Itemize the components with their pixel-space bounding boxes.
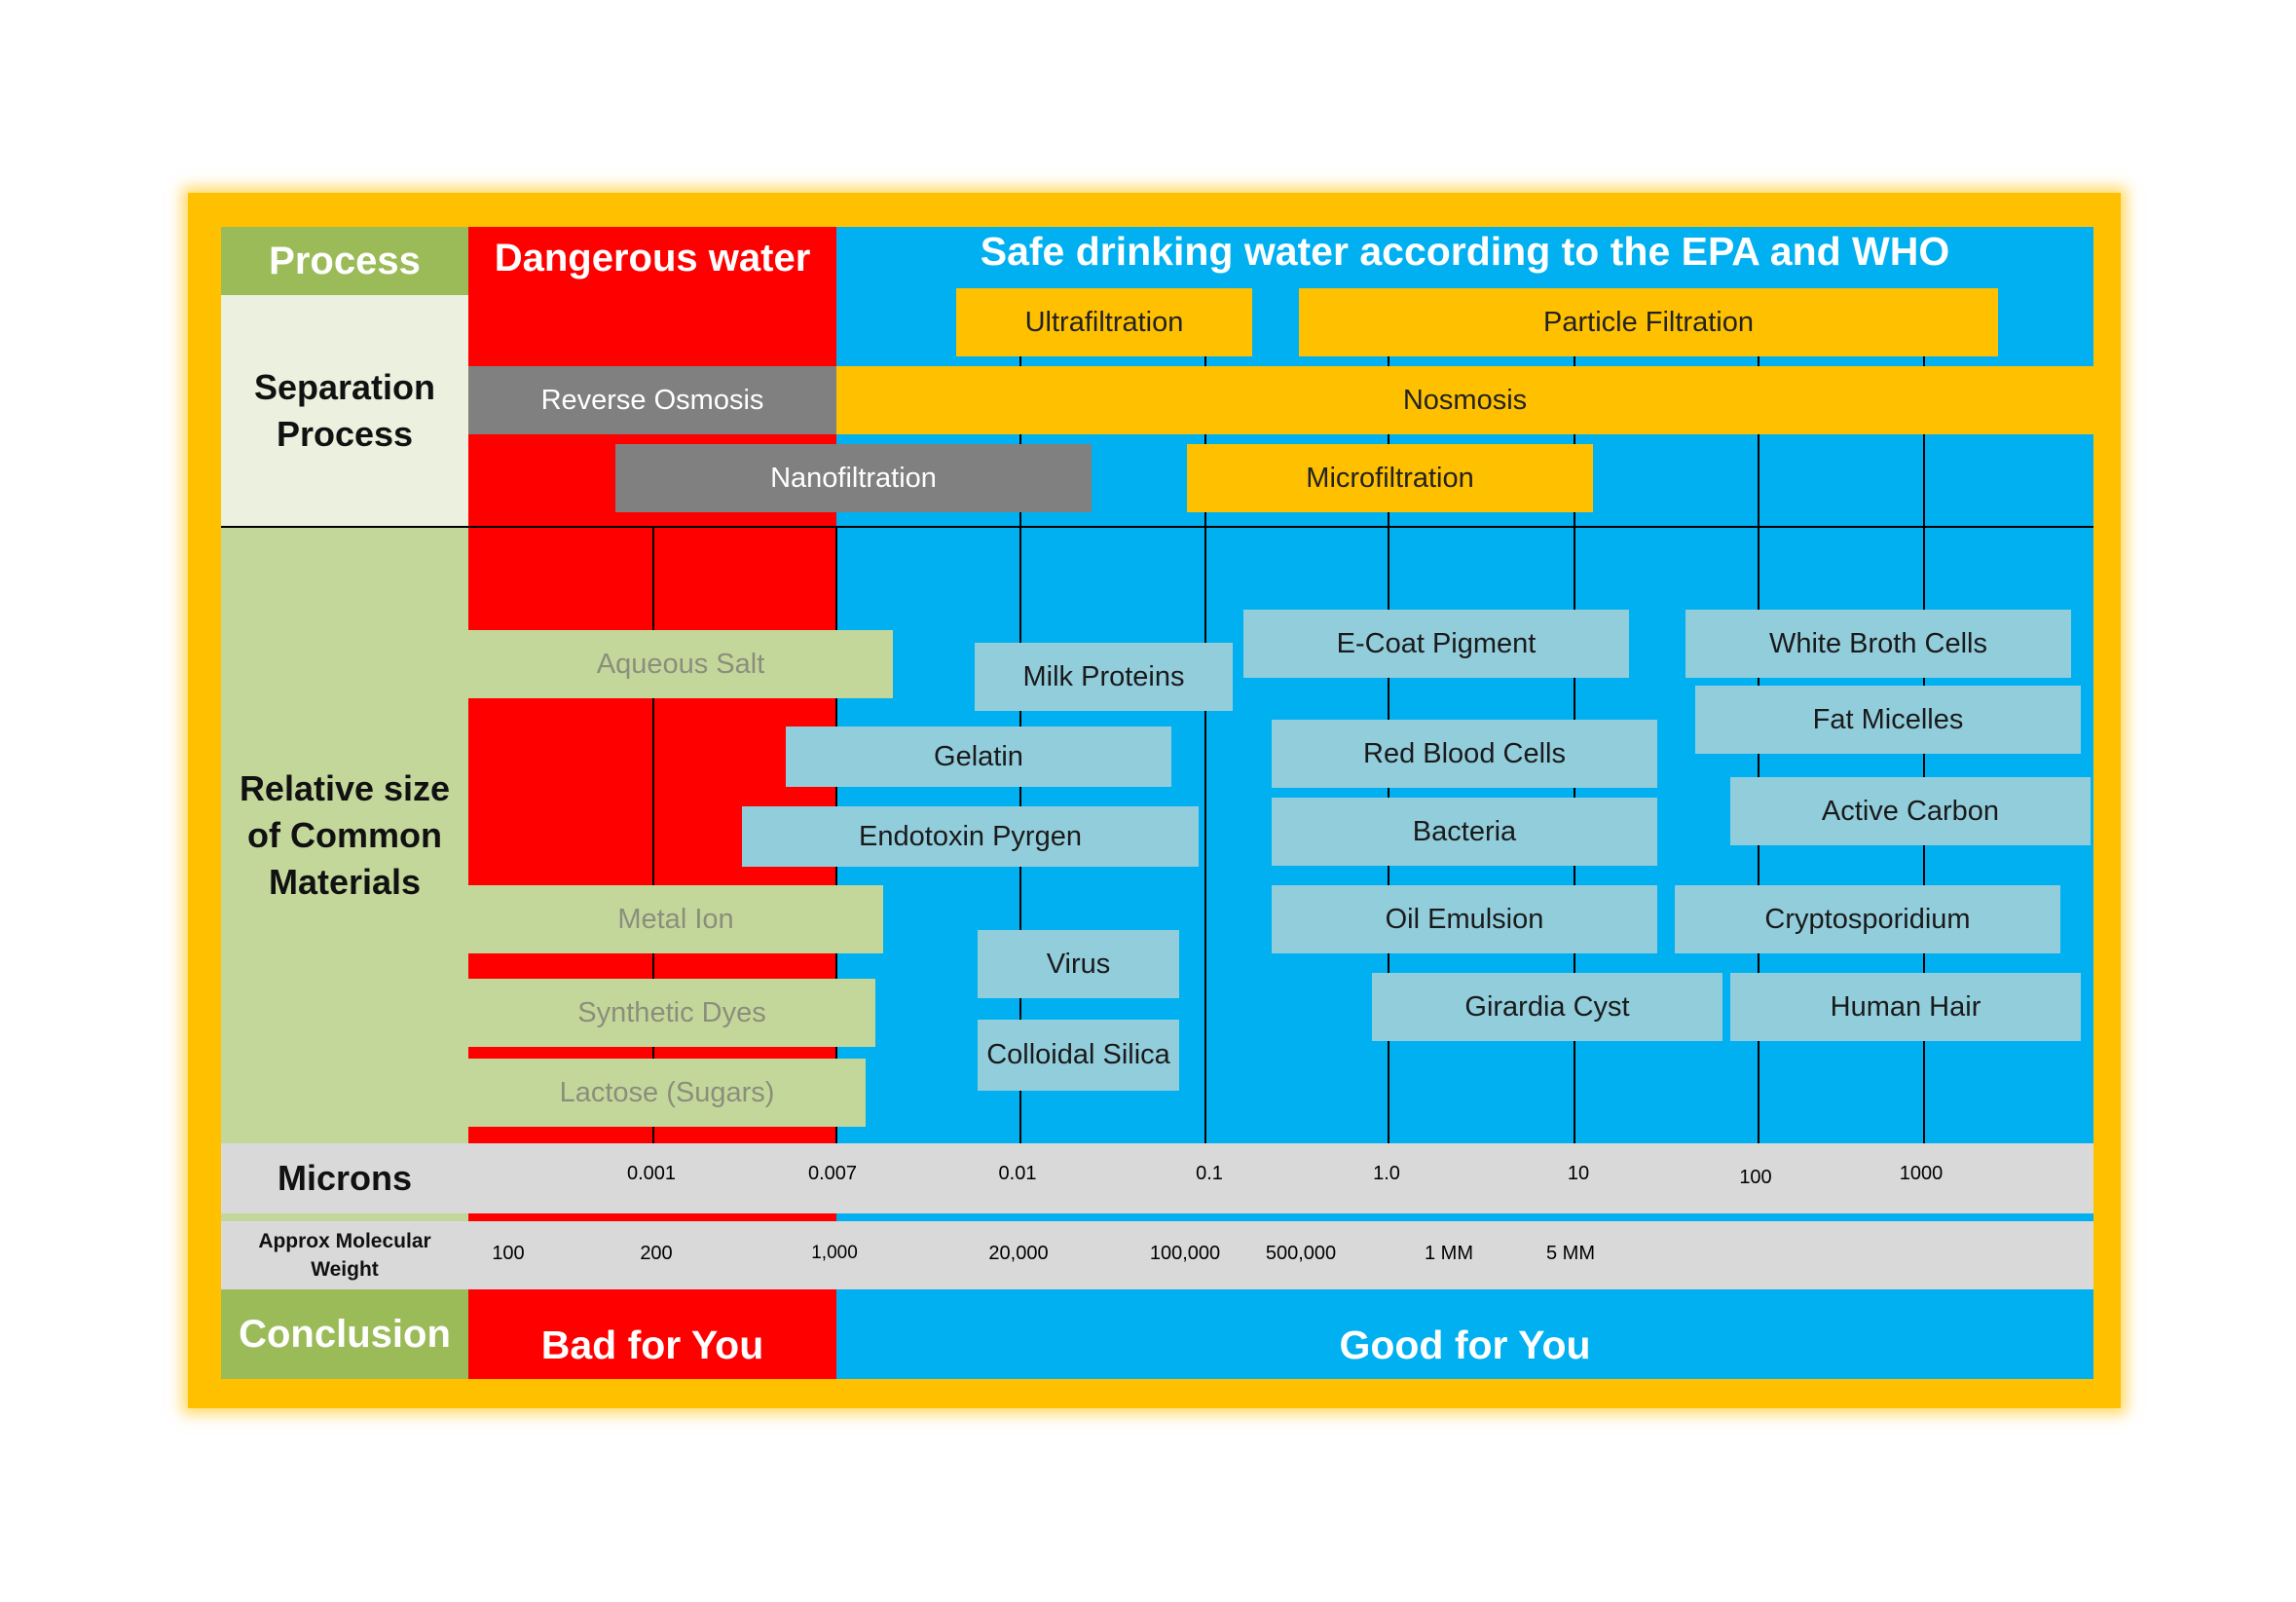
- active-carbon-text: Active Carbon: [1821, 795, 2000, 827]
- dangerous-water-header: Dangerous water: [468, 227, 836, 289]
- metal-ion-text: Metal Ion: [617, 903, 734, 935]
- ultrafiltration-text: Ultrafiltration: [1024, 306, 1184, 338]
- reverse-osmosis-bar: Reverse Osmosis: [468, 366, 836, 434]
- micron-tick: 0.007: [807, 1163, 858, 1184]
- bad-for-you: Bad for You: [468, 1301, 836, 1389]
- micron-tick: 0.001: [626, 1163, 677, 1184]
- material-endotoxin: Endotoxin Pyrgen: [742, 806, 1199, 867]
- reverse-osmosis-text: Reverse Osmosis: [540, 384, 764, 416]
- molecular-weight-text: Approx Molecular Weight: [258, 1230, 431, 1281]
- material-girardia-cyst: Girardia Cyst: [1372, 973, 1722, 1041]
- micron-tick: 0.1: [1196, 1163, 1223, 1184]
- material-active-carbon: Active Carbon: [1730, 777, 2091, 845]
- weight-tick: 1 MM: [1425, 1243, 1473, 1264]
- micron-tick: 0.01: [998, 1163, 1037, 1184]
- separation-process-text: Separation Process: [253, 367, 436, 454]
- molecular-weight-label: Approx Molecular Weight: [221, 1221, 468, 1289]
- material-milk-proteins: Milk Proteins: [975, 643, 1233, 711]
- oil-emulsion-text: Oil Emulsion: [1385, 903, 1544, 935]
- relative-size-text: Relative size of Common Materials: [239, 767, 451, 902]
- molecular-weight-row: [468, 1221, 2093, 1289]
- micron-tick: 1.0: [1373, 1163, 1400, 1184]
- microns-text: Microns: [277, 1158, 413, 1198]
- nosmosis-bar: Nosmosis: [836, 366, 2093, 434]
- weight-tick: 5 MM: [1546, 1243, 1595, 1264]
- material-oil-emulsion: Oil Emulsion: [1272, 885, 1657, 953]
- good-for-you: Good for You: [836, 1301, 2093, 1389]
- red-blood-cells-text: Red Blood Cells: [1363, 737, 1566, 769]
- conclusion-label: Conclusion: [221, 1289, 468, 1379]
- material-synthetic-dyes: Synthetic Dyes: [468, 979, 875, 1047]
- grid-line: [1204, 349, 1206, 1143]
- particle-filtration-bar: Particle Filtration: [1299, 288, 1998, 356]
- synthetic-dyes-text: Synthetic Dyes: [577, 996, 766, 1028]
- material-fat-micelles: Fat Micelles: [1695, 686, 2081, 754]
- endotoxin-text: Endotoxin Pyrgen: [859, 820, 1082, 852]
- micron-tick: 1000: [1899, 1163, 1944, 1184]
- microfiltration-bar: Microfiltration: [1187, 444, 1593, 512]
- micron-tick: 100: [1739, 1167, 1772, 1188]
- microns-label: Microns: [221, 1143, 468, 1213]
- aqueous-salt-text: Aqueous Salt: [596, 648, 765, 680]
- material-gelatin: Gelatin: [786, 726, 1171, 787]
- material-virus: Virus: [978, 930, 1179, 998]
- dangerous-water-text: Dangerous water: [494, 236, 811, 279]
- safe-water-text: Safe drinking water according to the EPA…: [980, 228, 1950, 274]
- ultrafiltration-bar: Ultrafiltration: [956, 288, 1252, 356]
- weight-tick: 100: [492, 1243, 525, 1264]
- process-label-text: Process: [269, 239, 421, 282]
- bad-for-you-text: Bad for You: [540, 1322, 764, 1367]
- human-hair-text: Human Hair: [1830, 990, 1981, 1023]
- nosmosis-text: Nosmosis: [1402, 384, 1528, 416]
- weight-tick: 1,000: [811, 1243, 858, 1263]
- ecoat-text: E-Coat Pigment: [1336, 627, 1537, 659]
- section-divider: [221, 526, 2093, 528]
- good-for-you-text: Good for You: [1339, 1322, 1591, 1367]
- weight-tick: 20,000: [988, 1243, 1049, 1264]
- safe-water-header: Safe drinking water according to the EPA…: [836, 222, 2093, 280]
- relative-size-label: Relative size of Common Materials: [221, 527, 468, 1143]
- white-broth-cells-text: White Broth Cells: [1768, 627, 1987, 659]
- conclusion-text: Conclusion: [239, 1312, 451, 1356]
- particle-filtration-text: Particle Filtration: [1543, 306, 1754, 338]
- lactose-text: Lactose (Sugars): [559, 1076, 775, 1108]
- weight-tick: 500,000: [1265, 1243, 1337, 1264]
- weight-tick: 200: [640, 1243, 673, 1264]
- material-white-broth-cells: White Broth Cells: [1685, 610, 2071, 678]
- colloidal-silica-text: Colloidal Silica: [986, 1039, 1170, 1070]
- micron-tick: 10: [1567, 1163, 1590, 1184]
- material-lactose: Lactose (Sugars): [468, 1059, 866, 1127]
- separation-process-label: Separation Process: [221, 295, 468, 527]
- material-cryptosporidium: Cryptosporidium: [1675, 885, 2060, 953]
- girardia-cyst-text: Girardia Cyst: [1464, 990, 1630, 1023]
- microns-row: [468, 1143, 2093, 1213]
- milk-proteins-text: Milk Proteins: [1022, 660, 1185, 692]
- material-metal-ion: Metal Ion: [468, 885, 883, 953]
- bacteria-text: Bacteria: [1412, 815, 1517, 847]
- material-bacteria: Bacteria: [1272, 798, 1657, 866]
- fat-micelles-text: Fat Micelles: [1812, 703, 1964, 735]
- process-label: Process: [221, 227, 468, 295]
- material-colloidal-silica: Colloidal Silica: [978, 1020, 1179, 1091]
- material-human-hair: Human Hair: [1730, 973, 2081, 1041]
- gelatin-text: Gelatin: [934, 740, 1023, 772]
- nanofiltration-text: Nanofiltration: [770, 462, 937, 494]
- row-gap-left: [221, 1213, 468, 1221]
- weight-tick: 100,000: [1149, 1243, 1221, 1264]
- virus-text: Virus: [1046, 948, 1111, 980]
- microfiltration-text: Microfiltration: [1306, 462, 1474, 494]
- cryptosporidium-text: Cryptosporidium: [1764, 903, 1971, 935]
- material-red-blood-cells: Red Blood Cells: [1272, 720, 1657, 788]
- grid-line: [652, 527, 654, 1143]
- nanofiltration-bar: Nanofiltration: [615, 444, 1092, 512]
- material-aqueous-salt: Aqueous Salt: [468, 630, 893, 698]
- material-ecoat: E-Coat Pigment: [1243, 610, 1629, 678]
